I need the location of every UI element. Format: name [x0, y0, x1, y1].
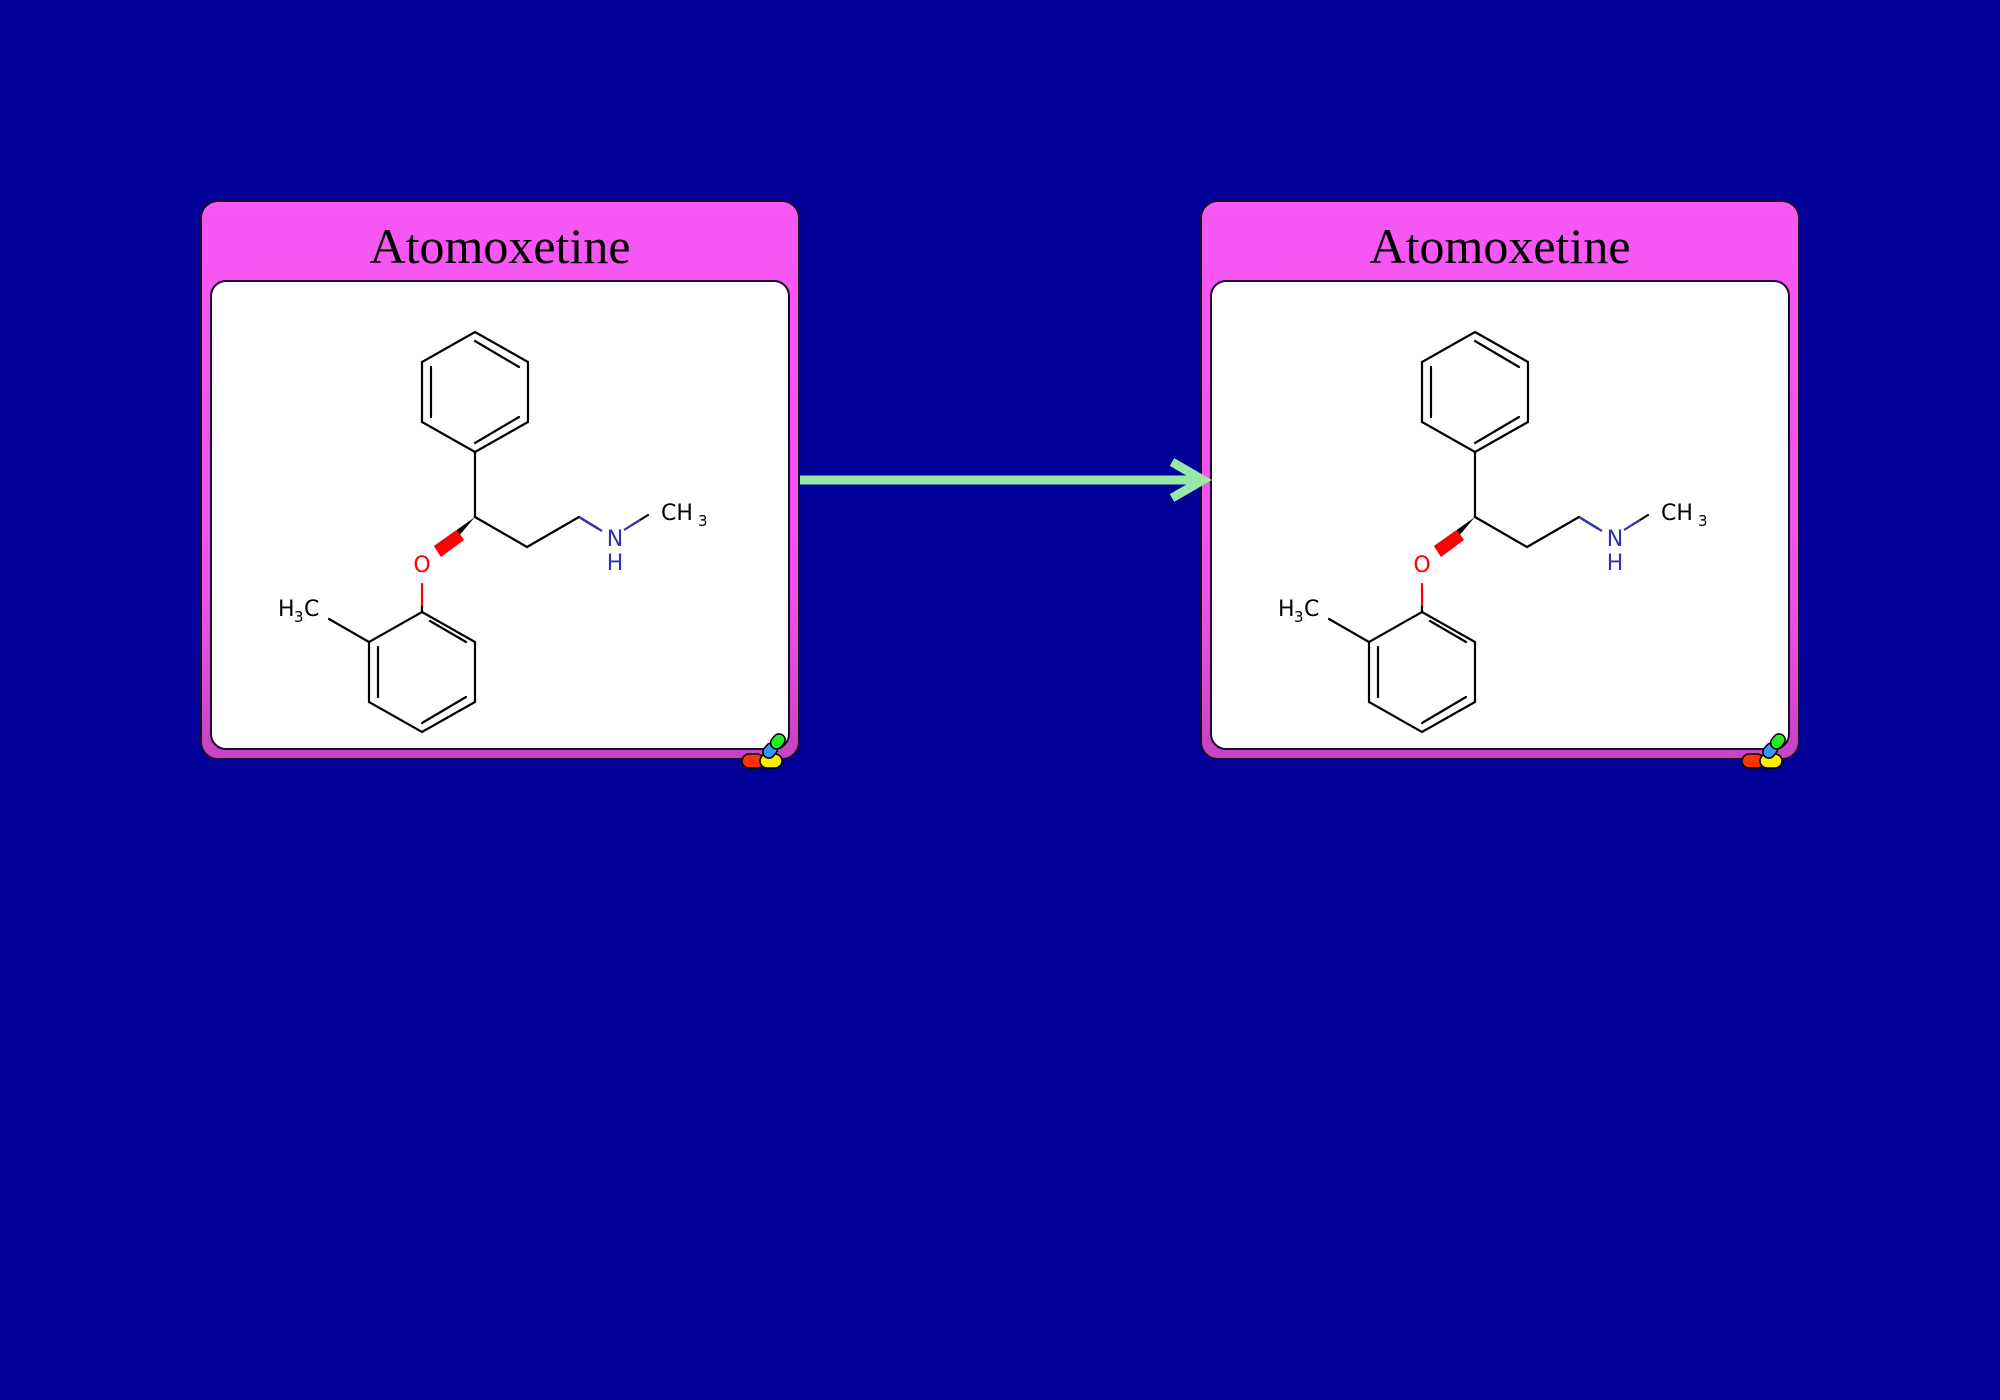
drug-capsule-icon: [1741, 733, 1786, 769]
methyl-right-label: CH: [1661, 501, 1693, 526]
methyl-right-subscript: 3: [698, 512, 708, 530]
molecule-structure: O N H CH 3 H 3 C: [278, 330, 708, 734]
methyl-left-c-label: C: [304, 597, 319, 622]
nitrogen-hydrogen-label: H: [607, 551, 624, 576]
compound-node-right[interactable]: Atomoxetine: [1200, 200, 1800, 769]
oxygen-label: O: [1413, 553, 1430, 578]
nitrogen-label: N: [607, 527, 623, 552]
drug-capsule-icon: [741, 733, 786, 769]
compound-title: Atomoxetine: [1369, 218, 1631, 274]
methyl-right-subscript: 3: [1698, 512, 1708, 530]
methyl-right-label: CH: [661, 501, 693, 526]
molecule-structure: O N H CH 3 H 3 C: [1278, 330, 1708, 734]
nitrogen-hydrogen-label: H: [1607, 551, 1624, 576]
oxygen-label: O: [413, 553, 430, 578]
methyl-left-c-label: C: [1304, 597, 1319, 622]
structure-panel: O N H CH 3 H 3 C: [210, 280, 790, 750]
methyl-left-h-label: H: [1278, 597, 1295, 622]
methyl-left-subscript: 3: [1294, 608, 1304, 626]
compound-node-left[interactable]: Atomoxetine: [200, 200, 800, 769]
methyl-left-subscript: 3: [294, 608, 304, 626]
compound-title: Atomoxetine: [369, 218, 631, 274]
nitrogen-label: N: [1607, 527, 1623, 552]
structure-panel: O N H CH 3 H 3 C: [1210, 280, 1790, 750]
methyl-left-h-label: H: [278, 597, 295, 622]
